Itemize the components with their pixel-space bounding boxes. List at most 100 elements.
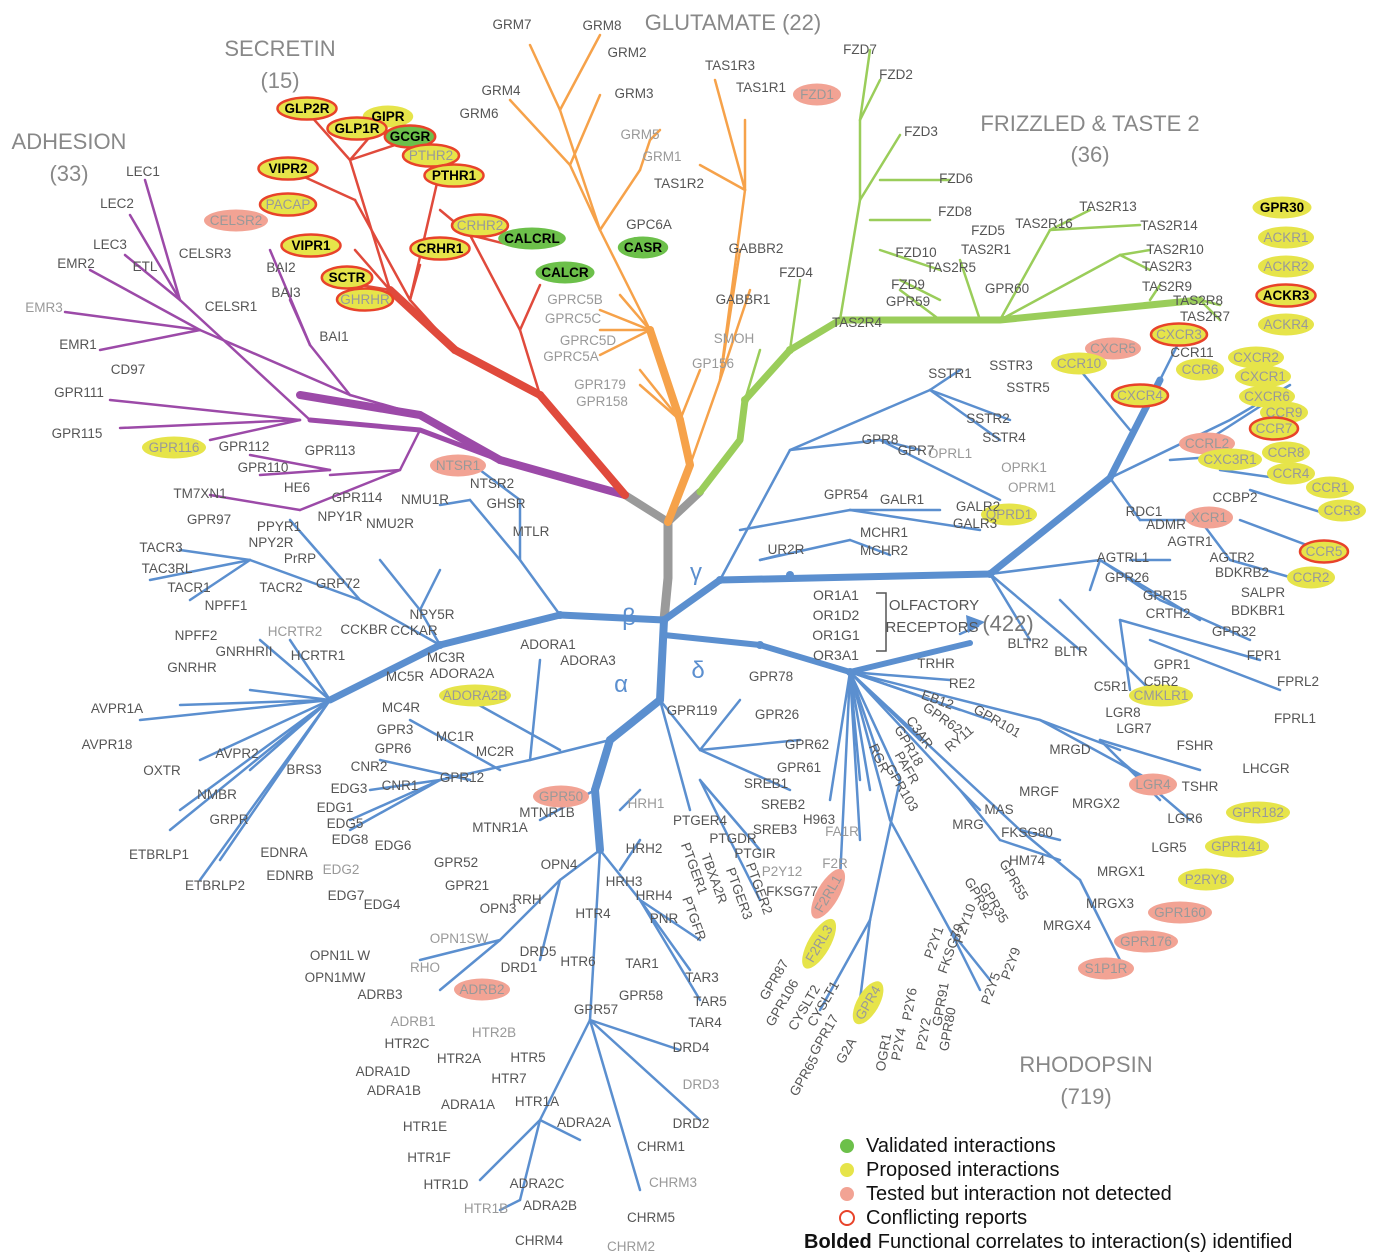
receptor-mrgd: MRGD: [1049, 742, 1090, 757]
glutamate-leaf-branch: [638, 383, 682, 422]
adhesion-leaf-branch: [98, 328, 202, 352]
receptor-pthr2: PTHR2: [409, 148, 453, 163]
receptor-fksg77: FKSG77: [766, 884, 818, 899]
receptor-mrgx3: MRGX3: [1086, 896, 1134, 911]
receptor-sreb3: SREB3: [753, 822, 797, 837]
receptor-tas2r3: TAS2R3: [1142, 259, 1192, 274]
receptor-gprc5a: GPRC5A: [543, 349, 599, 364]
receptor-gabbr2: GABBR2: [729, 241, 784, 256]
receptor-trhr: TRHR: [917, 656, 955, 671]
chip-ackr4: [1258, 313, 1314, 336]
receptor-gprc5b: GPRC5B: [547, 292, 603, 307]
legend-conflict-label: Conflicting reports: [866, 1206, 1028, 1229]
receptor-cxcr2: CXCR2: [1233, 350, 1279, 365]
rhodopsin-leaf-branch: [1148, 638, 1282, 692]
rhodopsin-leaf-branch: [848, 670, 962, 712]
receptor-edg6: EDG6: [375, 838, 412, 853]
rhodopsin-leaf-branch: [198, 698, 332, 762]
chip-crhr2: [450, 213, 510, 238]
olfactory-title: OLFACTORY: [889, 597, 979, 614]
rhodopsin-leaf-branch: [948, 928, 992, 982]
chip-adrb2: [454, 978, 510, 1001]
glutamate-leaf-branch: [598, 328, 652, 357]
tree-branches: [63, 33, 1332, 1212]
adhesion-leaf-branch: [308, 343, 352, 397]
family-count-secretin: (15): [260, 68, 299, 93]
receptor-h963: H963: [803, 812, 835, 827]
secretin-leaf-branch: [408, 263, 422, 302]
receptor-tas1r3: TAS1R3: [705, 58, 755, 73]
glutamate-trunk: [646, 326, 694, 526]
receptor-bltr2: BLTR2: [1007, 636, 1048, 651]
receptor-gpr111: GPR111: [54, 385, 104, 400]
receptor-tas2r1: TAS2R1: [961, 242, 1011, 257]
chip-gpr182: [1226, 801, 1290, 824]
receptor-gpr7: GPR7: [898, 443, 935, 458]
receptor-gpr112: GPR112: [219, 439, 270, 454]
receptor-fprl2: FPRL2: [1277, 674, 1319, 689]
branch-node: [436, 641, 444, 649]
proposed-dot-icon: [840, 1163, 854, 1177]
receptor-ccr3: CCR3: [1324, 503, 1361, 518]
chip-cmklr1: [1129, 684, 1193, 707]
adhesion-trunk: [296, 391, 629, 499]
rhodopsin-leaf-branch: [348, 778, 442, 822]
receptor-htr1b: HTR1B: [464, 1201, 508, 1216]
receptor-htr2c: HTR2C: [384, 1036, 429, 1051]
receptor-ccrl2: CCRL2: [1185, 436, 1229, 451]
secretin-leaf-branch: [353, 248, 392, 292]
receptor-gpr32: GPR32: [1212, 624, 1256, 639]
receptor-cckar: CCKAR: [390, 623, 438, 638]
receptor-ogr1: OGR1: [873, 1032, 894, 1072]
receptor-c5r1: C5R1: [1094, 679, 1129, 694]
chip-calcr: [535, 261, 595, 284]
secretin-leaf-branch: [308, 113, 392, 292]
family-title-adhesion: ADHESION: [12, 129, 127, 154]
olfactory-member-or1d2: OR1D2: [813, 607, 860, 623]
branch-node: [496, 456, 504, 464]
receptor-ccbp2: CCBP2: [1212, 490, 1257, 505]
rhodopsin-leaf-branch: [828, 670, 852, 802]
receptor-fzd7: FZD7: [843, 42, 877, 57]
rhodopsin-leaf-branch: [1158, 598, 1252, 642]
rhodopsin-leaf-branch: [378, 758, 472, 782]
rhodopsin-leaf-branch: [588, 1018, 702, 1122]
branch-node: [656, 696, 664, 704]
receptor-opn1sw: OPN1SW: [430, 931, 489, 946]
receptor-ptgdr: PTGDR: [709, 831, 757, 846]
frizzled-leaf-branch: [1148, 283, 1162, 302]
receptor-opn4: OPN4: [541, 857, 578, 872]
adhesion-leaf-branch: [143, 178, 182, 302]
receptor-gpr110: GPR110: [238, 460, 289, 475]
receptor-bai2: BAI2: [266, 260, 295, 275]
receptor-adora2b: ADORA2B: [443, 688, 508, 703]
receptor-ccr5: CCR5: [1306, 544, 1343, 559]
receptor-casr: CASR: [624, 240, 663, 255]
receptor-gpr101: GPR101: [971, 702, 1023, 741]
receptor-drd3: DRD3: [683, 1077, 720, 1092]
rhodopsin-leaf-branch: [538, 1118, 582, 1142]
branch-node: [986, 570, 994, 578]
receptor-opn1mw: OPN1MW: [305, 970, 366, 985]
receptor-hrh4: HRH4: [636, 888, 673, 903]
receptor-mtlr: MTLR: [513, 524, 550, 539]
receptor-tar4: TAR4: [688, 1015, 722, 1030]
receptor-ptgfr: PTGFR: [679, 894, 709, 942]
rhodopsin-leaf-branch: [418, 568, 442, 612]
rhodopsin-leaf-branch: [698, 698, 742, 752]
receptor-galr2: GALR2: [956, 499, 1000, 514]
chip-ccr2: [1287, 566, 1335, 589]
receptor-rrh: RRH: [512, 892, 541, 907]
chip-ccr5: [1298, 539, 1350, 564]
receptor-agtr2: AGTR2: [1209, 550, 1254, 565]
rhodopsin-leaf-branch: [408, 718, 502, 772]
olfactory-member-or3a1: OR3A1: [813, 647, 859, 663]
receptor-agtr1: AGTR1: [1167, 534, 1212, 549]
receptor-bltr: BLTR: [1054, 644, 1088, 659]
receptor-mc3r: MC3R: [427, 650, 466, 665]
receptor-agtrl1: AGTRL1: [1097, 550, 1150, 565]
secretin-leaf-branch: [298, 173, 357, 202]
glutamate-leaf-branch: [558, 33, 602, 112]
receptor-tas2r7: TAS2R7: [1180, 309, 1230, 324]
frizzled-leaf-branch: [1118, 253, 1152, 272]
